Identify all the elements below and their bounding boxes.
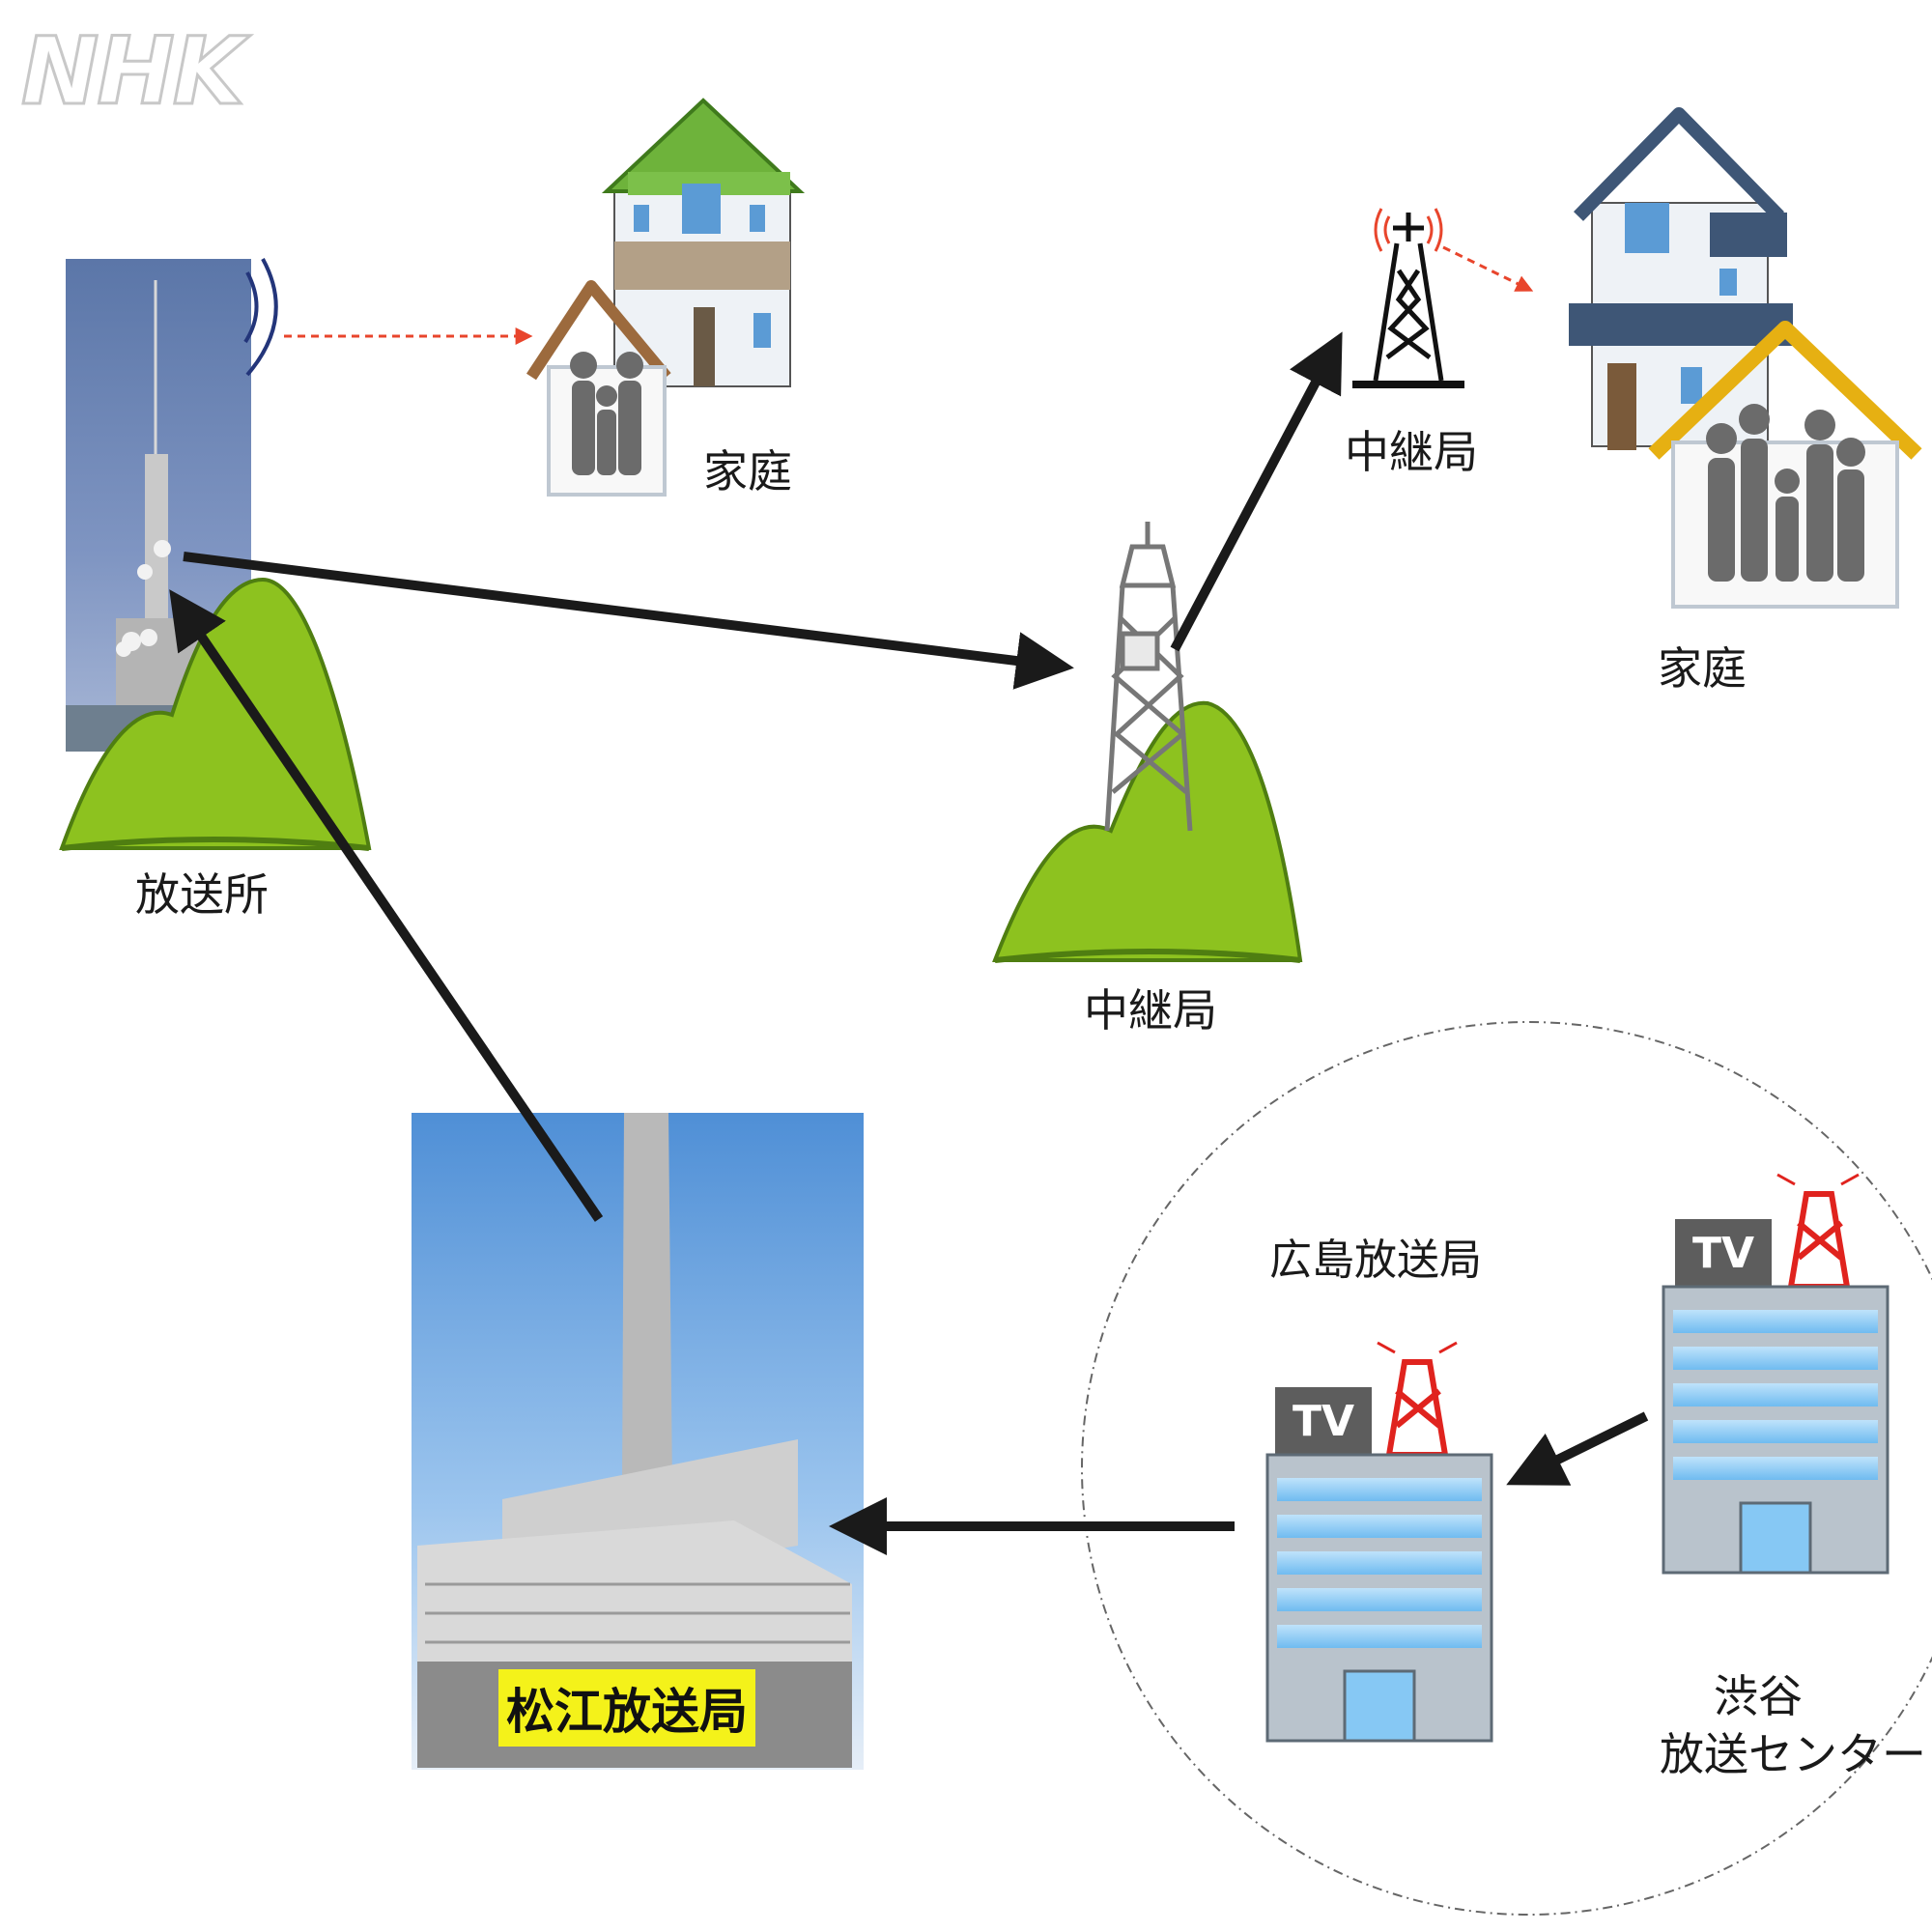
house-top-icon — [526, 98, 806, 497]
relay-mountain-icon — [992, 700, 1303, 963]
signal-wave-icon — [243, 258, 278, 377]
station-mountain-icon — [59, 577, 372, 851]
label-broadcast-station: 放送所 — [135, 868, 269, 921]
label-relay-mid: 中継局 — [1084, 984, 1217, 1037]
signal-arrows — [169, 331, 1649, 1555]
shibuya-building-icon: TV — [1662, 1173, 1889, 1575]
relay-tower-mid-icon — [1104, 522, 1193, 832]
label-shibuya-line2: 放送センター — [1660, 1728, 1926, 1780]
arrow-relay-mid-to-relay-top — [1170, 331, 1343, 652]
tv-sign-hiroshima: TV — [1293, 1397, 1354, 1446]
label-hiroshima-station: 広島放送局 — [1269, 1236, 1482, 1285]
broadcast-dotted-arrows — [284, 245, 1534, 345]
label-home-right: 家庭 — [1658, 642, 1747, 695]
label-relay-top: 中継局 — [1345, 426, 1478, 478]
house-right-icon — [1569, 107, 1922, 609]
nhk-logo: NHK — [19, 16, 245, 128]
arrow-matsue-to-station — [169, 589, 604, 1222]
tv-sign-shibuya: TV — [1692, 1229, 1754, 1278]
label-shibuya-line1: 渋谷 — [1714, 1670, 1803, 1722]
dotted-arrow-relay-to-home — [1442, 245, 1534, 292]
arrow-shibuya-to-hiroshima — [1506, 1411, 1649, 1486]
hiroshima-building-icon: TV — [1265, 1341, 1493, 1743]
label-home-top: 家庭 — [703, 445, 792, 497]
arrow-station-to-relay-mid — [183, 552, 1074, 690]
relay-tower-top-icon — [1352, 208, 1464, 388]
label-matsue-station: 松江放送局 — [498, 1669, 755, 1747]
